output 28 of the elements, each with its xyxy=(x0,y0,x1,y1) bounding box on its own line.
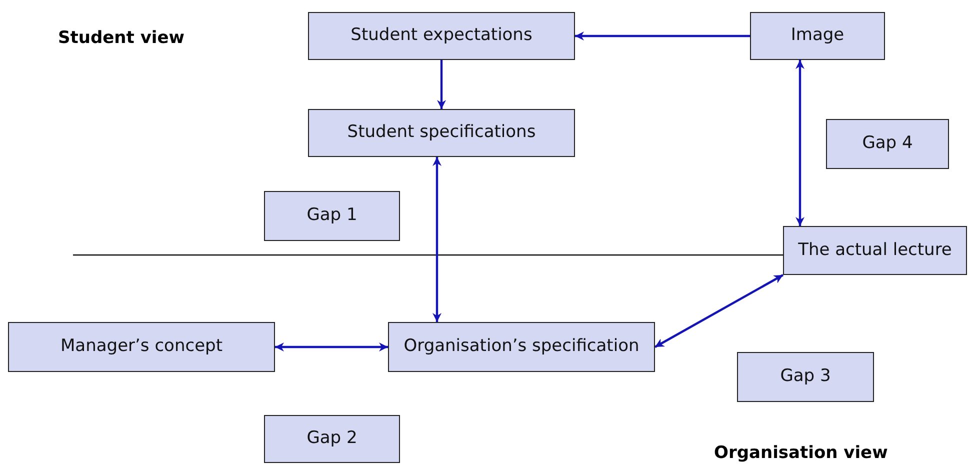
process-box xyxy=(264,191,400,241)
view-label: Organisation view xyxy=(714,442,888,465)
box-label: Gap 3 xyxy=(780,365,831,388)
box-label: Student specifications xyxy=(347,121,536,144)
arrow xyxy=(654,274,784,348)
box-label: Organisation’s specification xyxy=(404,335,640,358)
arrow xyxy=(437,60,446,109)
box-label: Gap 4 xyxy=(862,132,913,156)
arrow xyxy=(275,342,388,352)
process-box xyxy=(388,322,655,372)
box-label: Gap 2 xyxy=(306,427,358,450)
process-box xyxy=(308,12,575,60)
box-label: Image xyxy=(790,24,844,48)
process-box xyxy=(826,119,949,169)
view-label: Student view xyxy=(58,27,184,50)
process-box xyxy=(783,226,967,275)
box-label: Gap 1 xyxy=(306,204,358,228)
process-box xyxy=(750,12,885,60)
process-box xyxy=(737,352,874,402)
process-box xyxy=(264,415,400,463)
box-label: Student expectations xyxy=(350,24,532,48)
process-box xyxy=(8,322,275,372)
box-label: The actual lecture xyxy=(798,238,952,262)
arrow xyxy=(432,157,442,322)
box-label: Manager’s concept xyxy=(60,335,222,358)
arrow xyxy=(796,60,804,226)
arrow xyxy=(575,32,750,40)
process-box xyxy=(308,109,575,157)
